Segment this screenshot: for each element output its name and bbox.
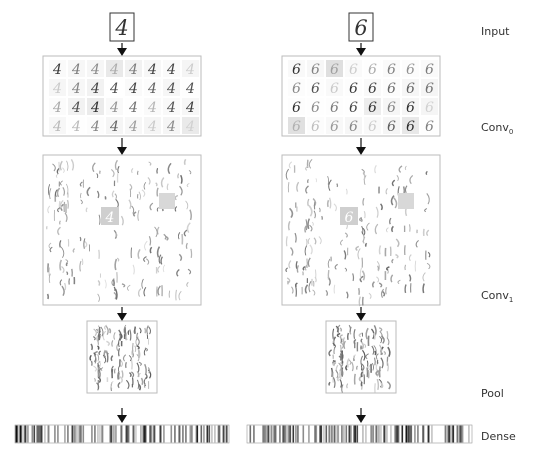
conv1-panel-right (281, 154, 441, 306)
svg-text:6: 6 (387, 100, 396, 116)
svg-text:4: 4 (71, 81, 81, 97)
svg-text:6: 6 (330, 119, 339, 135)
svg-text:6: 6 (292, 81, 301, 97)
svg-text:6: 6 (345, 210, 354, 226)
svg-text:6: 6 (349, 62, 358, 78)
svg-text:6: 6 (368, 100, 377, 116)
arrow-pool-dense-right (356, 408, 366, 423)
svg-text:4: 4 (90, 62, 100, 78)
svg-text:6: 6 (349, 119, 358, 135)
conv1-feature-maps-left (46, 158, 193, 302)
pool-feature-maps-right (328, 324, 391, 394)
arrow-conv0-conv1-left (117, 138, 127, 155)
svg-text:4: 4 (185, 119, 195, 135)
svg-text:4: 4 (185, 62, 195, 78)
conv1-highlight-left: 4 (101, 193, 175, 226)
svg-text:4: 4 (128, 62, 138, 78)
svg-text:6: 6 (368, 62, 377, 78)
conv1-highlight-right: 6 (340, 193, 414, 226)
svg-text:4: 4 (71, 62, 81, 78)
svg-text:6: 6 (292, 119, 301, 135)
arrow-conv1-pool-left (117, 307, 127, 321)
svg-text:6: 6 (425, 100, 434, 116)
svg-text:4: 4 (147, 119, 157, 135)
svg-text:4: 4 (109, 100, 119, 116)
input-box-right (348, 12, 374, 42)
stage-label-input: Input (481, 25, 510, 38)
svg-text:4: 4 (185, 100, 195, 116)
input-digit-left: 4 (114, 16, 128, 40)
svg-text:4: 4 (90, 81, 100, 97)
svg-text:6: 6 (425, 62, 434, 78)
dense-barcode-right (246, 424, 473, 444)
arrow-pool-dense-left (117, 408, 127, 423)
svg-text:6: 6 (330, 100, 339, 116)
svg-text:4: 4 (90, 100, 100, 116)
svg-text:4: 4 (109, 81, 119, 97)
svg-text:4: 4 (128, 119, 138, 135)
svg-text:4: 4 (128, 81, 138, 97)
svg-text:6: 6 (349, 81, 358, 97)
svg-text:6: 6 (311, 81, 320, 97)
svg-text:6: 6 (406, 119, 415, 135)
svg-text:6: 6 (406, 100, 415, 116)
svg-text:6: 6 (425, 119, 434, 135)
svg-text:4: 4 (109, 119, 119, 135)
arrow-input-conv0-right (356, 43, 366, 56)
arrow-input-conv0-left (117, 43, 127, 56)
input-box-left (109, 12, 135, 42)
svg-text:6: 6 (311, 62, 320, 78)
svg-text:6: 6 (368, 81, 377, 97)
dense-barcode-left (14, 424, 230, 444)
arrow-conv1-pool-right (356, 307, 366, 321)
svg-text:6: 6 (292, 62, 301, 78)
svg-text:6: 6 (292, 100, 301, 116)
stage-label-dense: Dense (481, 430, 516, 443)
svg-text:4: 4 (166, 100, 176, 116)
svg-text:6: 6 (387, 62, 396, 78)
svg-text:4: 4 (71, 100, 81, 116)
svg-text:4: 4 (52, 119, 62, 135)
svg-text:4: 4 (52, 81, 62, 97)
svg-text:4: 4 (105, 210, 115, 226)
svg-text:4: 4 (128, 100, 138, 116)
svg-text:4: 4 (90, 119, 100, 135)
conv1-panel-left (42, 154, 202, 306)
svg-text:6: 6 (406, 62, 415, 78)
stage-label-conv0: Conv0 (481, 121, 514, 137)
svg-text:4: 4 (52, 62, 62, 78)
svg-text:6: 6 (368, 119, 377, 135)
arrow-conv0-conv1-right (356, 138, 366, 155)
stage-label-conv1: Conv1 (481, 289, 514, 305)
svg-text:6: 6 (387, 81, 396, 97)
svg-text:4: 4 (166, 119, 176, 135)
svg-text:4: 4 (166, 62, 176, 78)
pool-feature-maps-left (89, 324, 152, 392)
svg-text:6: 6 (387, 119, 396, 135)
input-digit-right: 6 (354, 16, 367, 40)
svg-text:4: 4 (147, 62, 157, 78)
svg-text:6: 6 (330, 81, 339, 97)
svg-text:4: 4 (71, 119, 81, 135)
svg-text:4: 4 (147, 100, 157, 116)
svg-text:6: 6 (330, 62, 339, 78)
svg-text:6: 6 (406, 81, 415, 97)
svg-text:6: 6 (311, 119, 320, 135)
svg-text:4: 4 (109, 62, 119, 78)
stage-label-pool: Pool (481, 387, 504, 400)
svg-text:4: 4 (147, 81, 157, 97)
svg-text:6: 6 (349, 100, 358, 116)
svg-text:4: 4 (185, 81, 195, 97)
svg-text:6: 6 (425, 81, 434, 97)
svg-text:4: 4 (52, 100, 62, 116)
svg-text:4: 4 (166, 81, 176, 97)
svg-text:6: 6 (311, 100, 320, 116)
